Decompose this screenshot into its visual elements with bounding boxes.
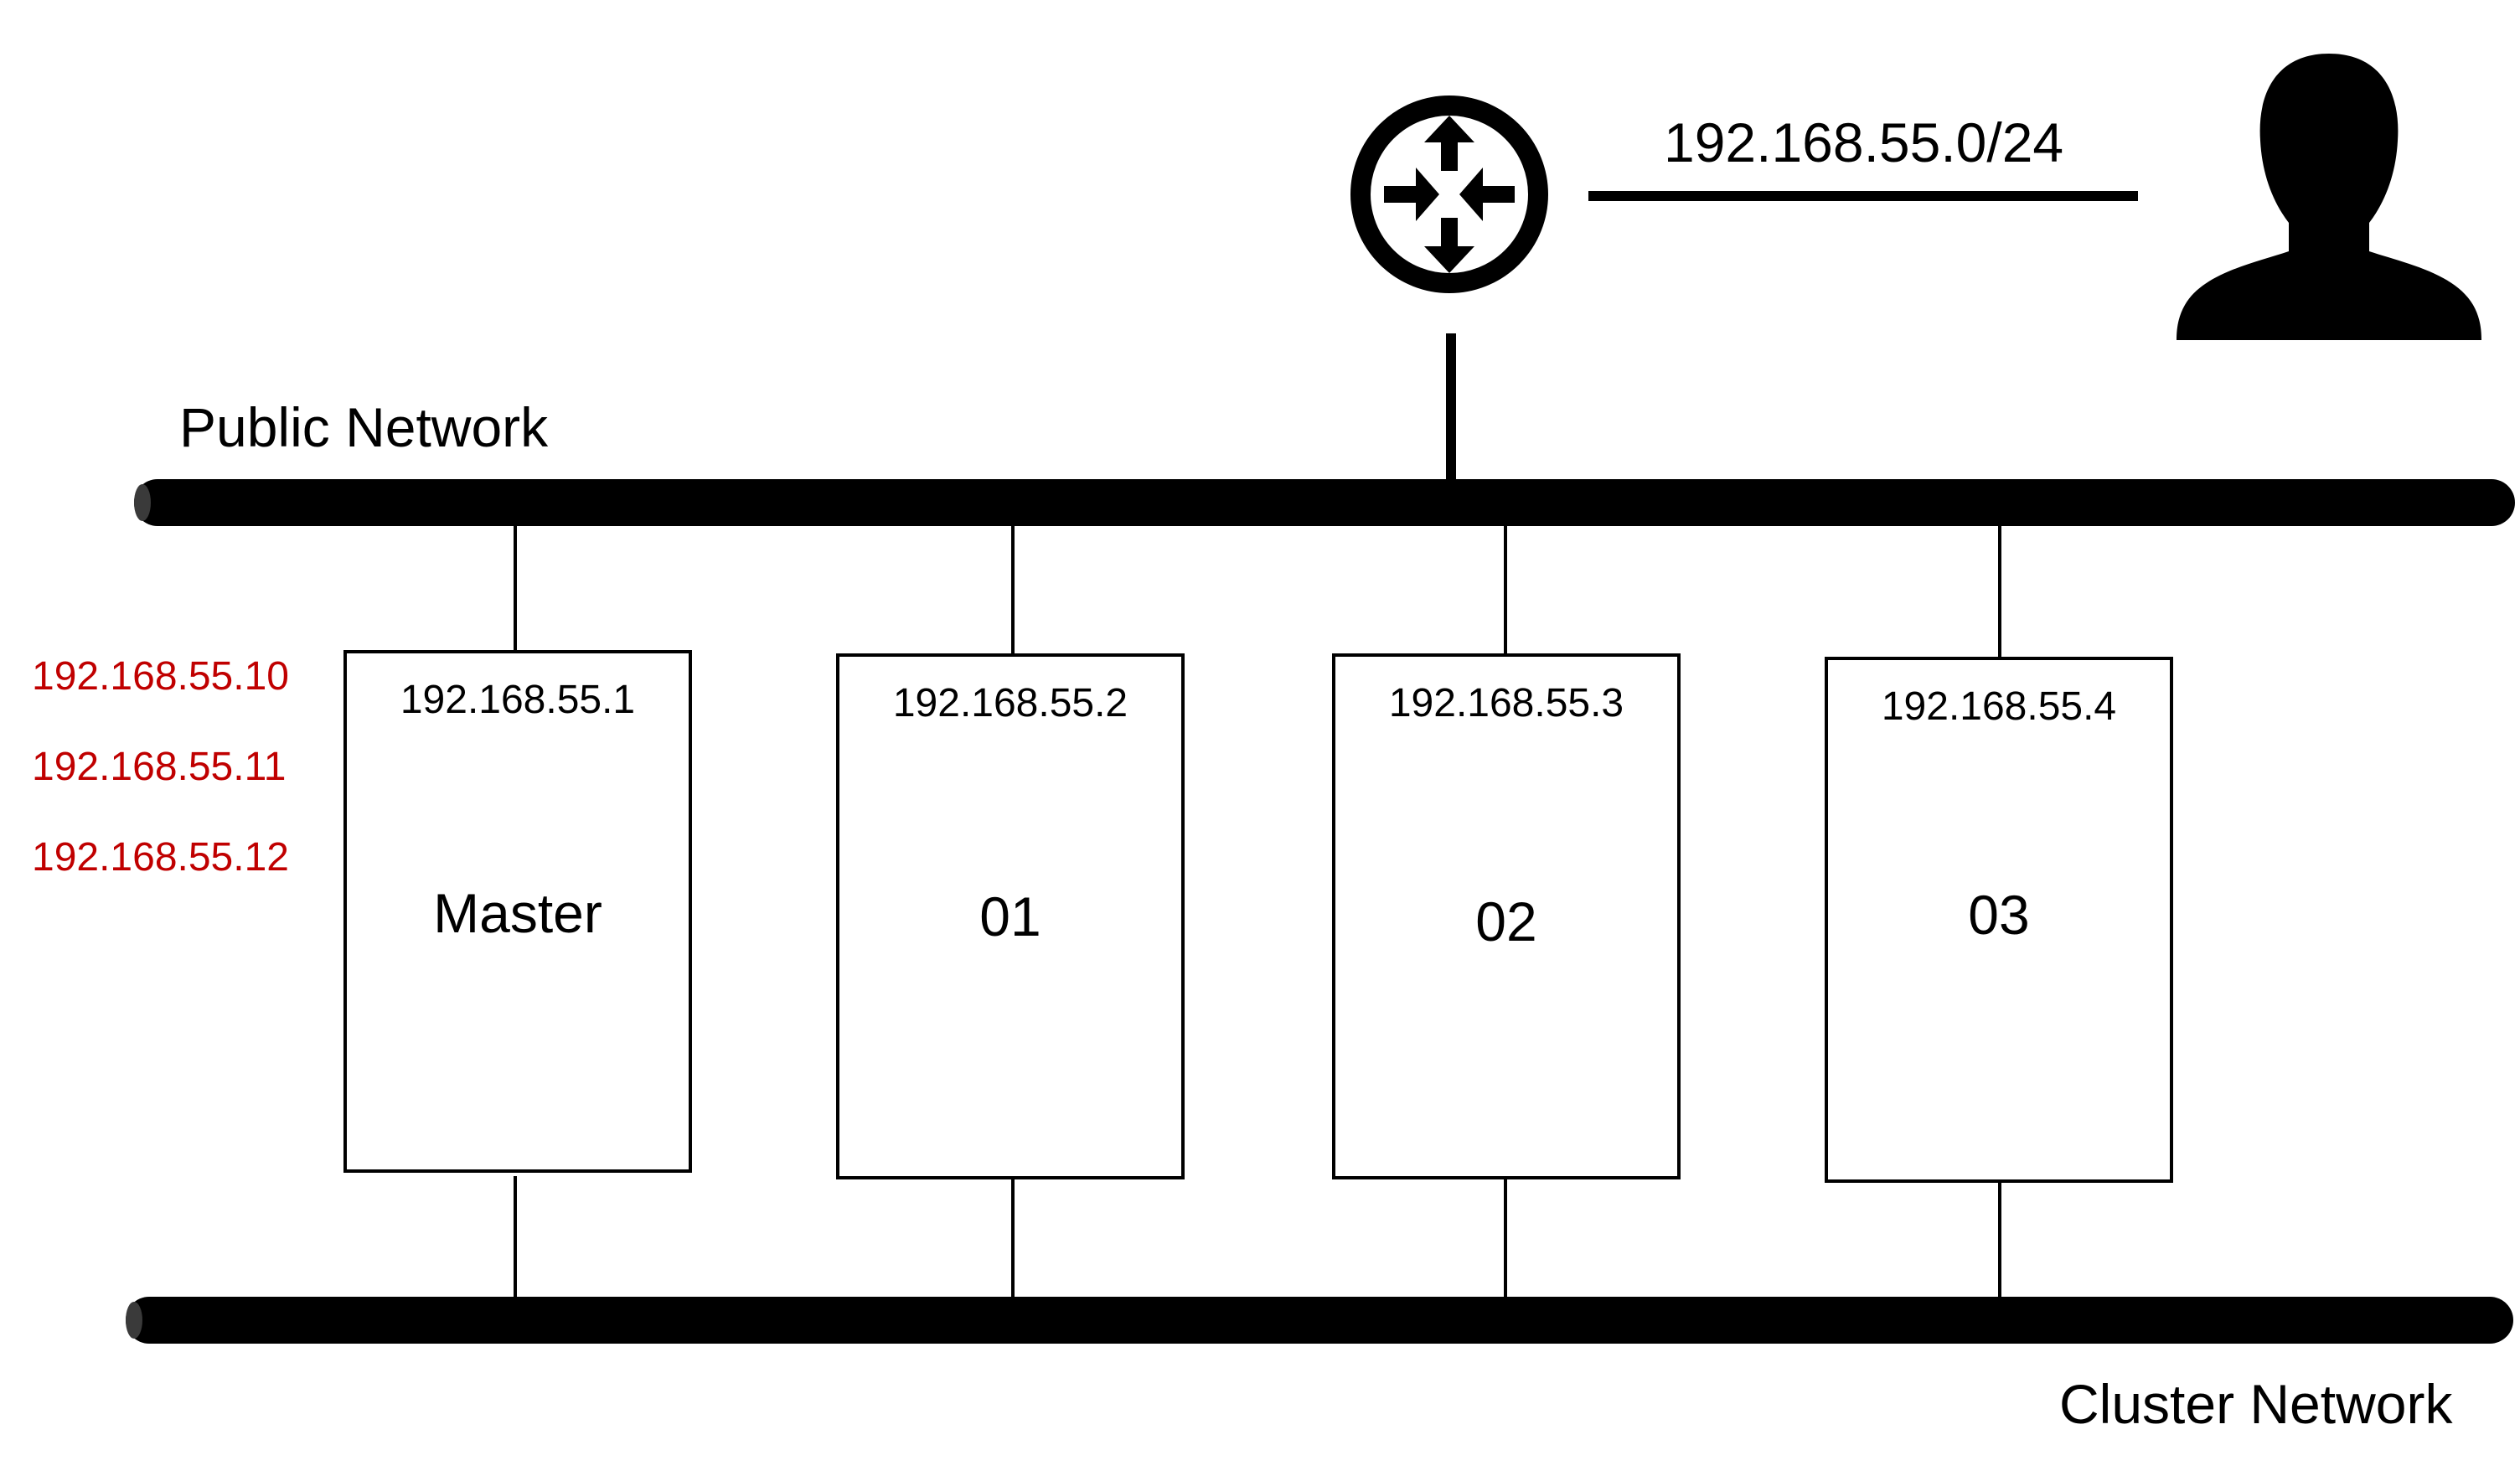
- public-network-label: Public Network: [179, 396, 549, 458]
- cluster-network-label: Cluster Network: [2059, 1373, 2453, 1435]
- public-network-bus: [134, 479, 2515, 526]
- user-icon: [2170, 47, 2488, 340]
- node-ip: 192.168.55.2: [892, 681, 1128, 725]
- node-03: 192.168.55.4 03: [1825, 657, 2173, 1183]
- router-uplink: [1446, 333, 1456, 481]
- virtual-ip-2: 192.168.55.11: [32, 745, 287, 789]
- node-name: 02: [1475, 890, 1537, 952]
- cluster-network-bus-end: [126, 1302, 142, 1339]
- cluster-network-bus: [126, 1297, 2513, 1344]
- public-network-bus-end: [134, 484, 151, 521]
- node-02: 192.168.55.3 02: [1332, 653, 1681, 1179]
- node-03-public-link: [1998, 524, 2001, 657]
- subnet-label: 192.168.55.0/24: [1664, 111, 2064, 173]
- node-ip: 192.168.55.1: [400, 678, 636, 722]
- master-public-link: [514, 524, 517, 652]
- node-01-public-link: [1011, 524, 1015, 655]
- node-03-cluster-link: [1998, 1183, 2001, 1298]
- node-name: 01: [979, 885, 1041, 947]
- node-ip: 192.168.55.3: [1388, 681, 1624, 725]
- virtual-ip-1: 192.168.55.10: [32, 654, 289, 699]
- node-name: Master: [433, 882, 602, 944]
- node-02-cluster-link: [1504, 1179, 1507, 1298]
- node-master: 192.168.55.1 Master: [343, 650, 692, 1173]
- node-01: 192.168.55.2 01: [836, 653, 1185, 1179]
- node-name: 03: [1968, 884, 2030, 946]
- node-02-public-link: [1504, 524, 1507, 655]
- virtual-ip-3: 192.168.55.12: [32, 835, 289, 880]
- master-cluster-link: [514, 1176, 517, 1298]
- node-ip: 192.168.55.4: [1881, 684, 2117, 729]
- router-icon: [1345, 90, 1553, 298]
- router-user-link: [1588, 191, 2138, 201]
- node-01-cluster-link: [1011, 1179, 1015, 1298]
